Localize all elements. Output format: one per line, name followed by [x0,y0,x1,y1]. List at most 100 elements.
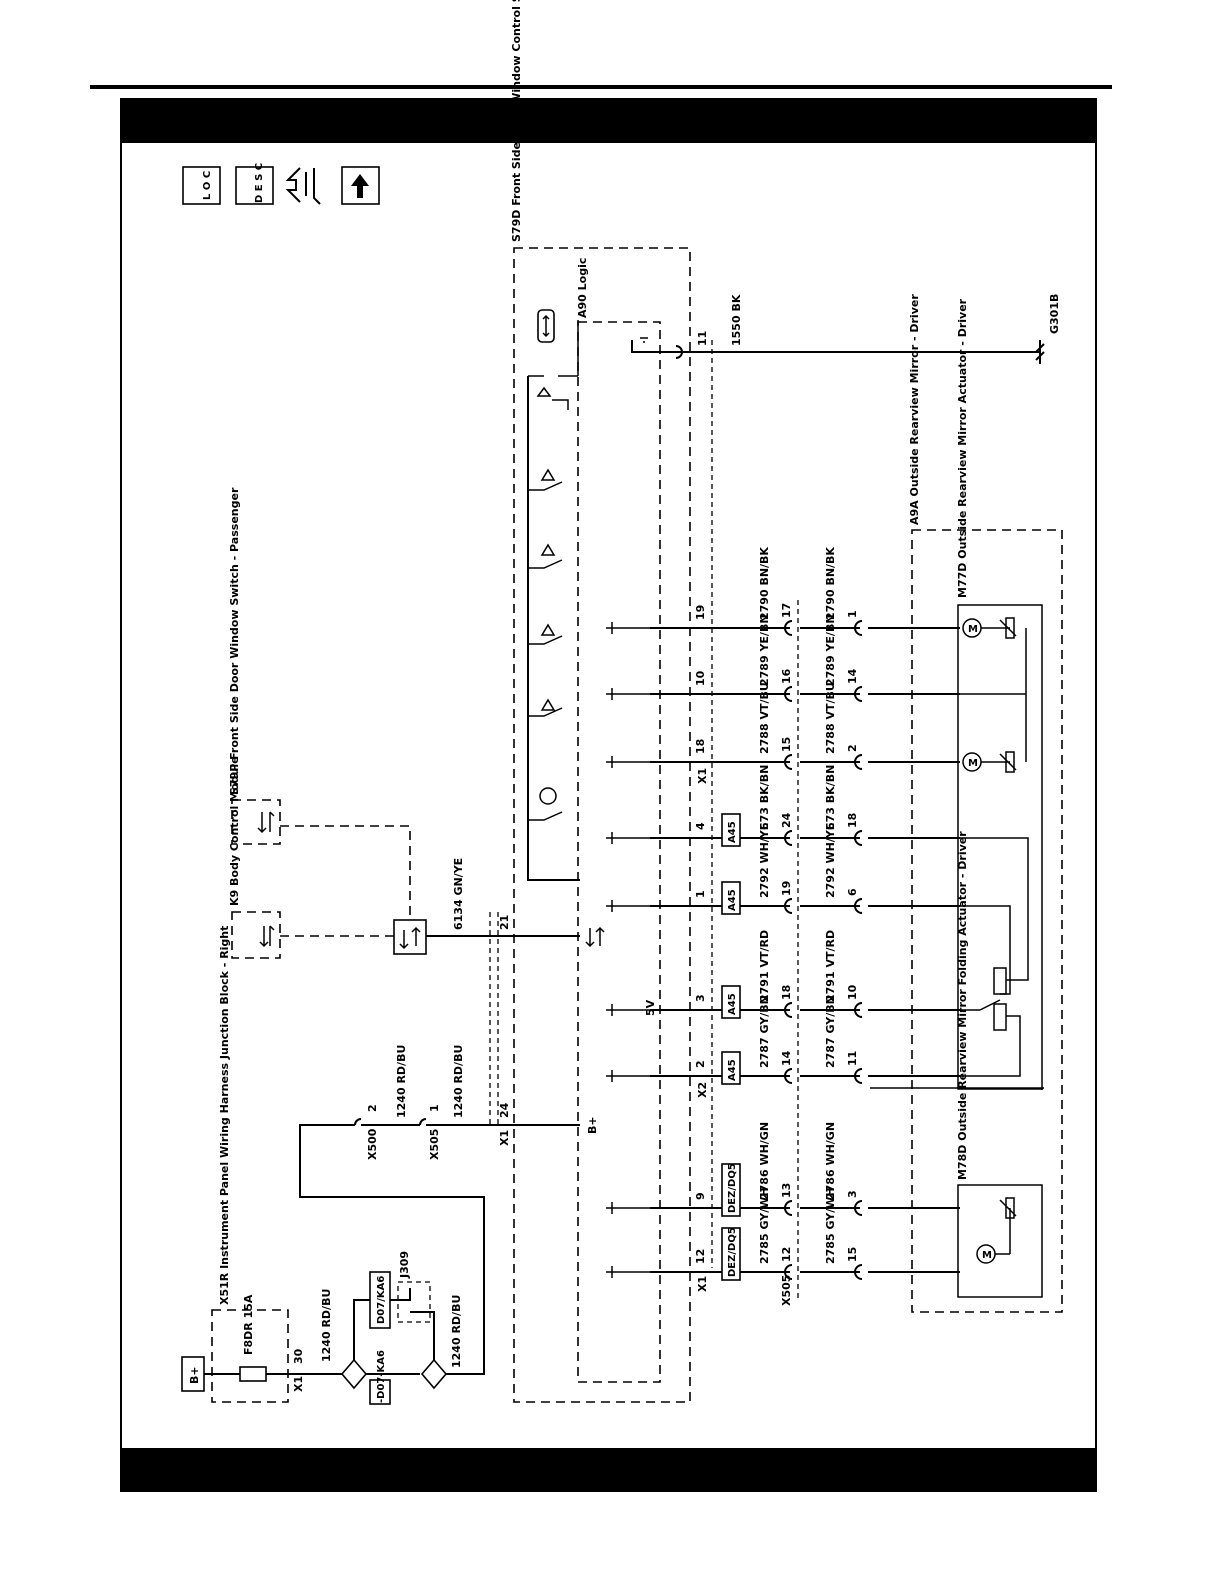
transistor-icon [536,386,569,410]
circuit-label-mirror: 2792 WH/YE [824,823,837,898]
x505-terminal [784,830,793,846]
x505-terminal [784,1068,793,1084]
a9a-box [911,529,1063,1313]
j309-box [397,1281,431,1323]
d07ka6-label-a: D07/KA6 [376,1276,387,1324]
option-badge-label: A45 [727,821,738,843]
x505-pin: 13 [780,1183,793,1198]
s79d-label: S79D Front Side Door Window Control Swit… [510,0,523,242]
circuit-label: 2786 WH/GN [758,1122,771,1200]
svg-text:L O C: L O C [202,171,213,200]
mirror-pin: 2 [846,744,859,752]
x505-terminal [784,898,793,914]
x1-pin: 2 [694,1060,707,1068]
connector-tool-icon[interactable] [285,167,321,205]
motor-icon-fold: M [976,1244,996,1264]
k9-label: K9 Body Control Module [228,756,241,906]
x1-pin: 12 [694,1249,707,1264]
f8dr-label: F8DR 15A [242,1294,255,1355]
x505-pin: 12 [780,1247,793,1262]
wire-1240-label-c: 1240 RD/BU [395,1045,408,1118]
wire-1550-label: 1550 BK [730,294,743,346]
mirror-pin: 1 [846,610,859,618]
svg-text:D E S C: D E S C [254,163,265,203]
switch-contact-icon [606,900,613,912]
a90-box [577,321,661,1383]
fold-icon-logic [539,787,557,805]
mirror-terminal [854,1068,863,1084]
option-badge [721,1051,741,1085]
m78d-label: M78D Outside Rearview Mirror Folding Act… [956,831,969,1180]
svg-text:M: M [982,1250,992,1261]
x505-pin: 15 [780,737,793,752]
s79d-box [513,247,691,1403]
x505-pin: 14 [780,1050,793,1066]
m77d-label: M77D Outside Rearview Mirror Actuator - … [956,298,969,598]
circuit-label-mirror: 2789 YE/BN [824,614,837,686]
pin-30: 30 [292,1348,305,1364]
sensor-icon-b [993,1003,1007,1031]
mirror-pin: 11 [846,1051,859,1066]
x1-label-d: X1 [696,768,709,784]
loc-icon[interactable]: L O C [182,166,221,205]
switch-contact-icon [606,832,613,844]
x1-label-c: X1 [696,1276,709,1292]
mirror-terminal [854,898,863,914]
x1-pin: 19 [694,605,707,620]
x500-label: X500 [366,1128,379,1160]
mirror-pin: 15 [846,1247,859,1262]
bplus-internal-label: B+ [586,1116,599,1134]
wire-6134-label: 6134 GN/YE [452,858,465,930]
circuit-label: 2790 BN/BK [758,547,771,620]
up-arrow-icon[interactable] [341,166,380,205]
sensor-icon-a [993,967,1007,995]
j309-label: J309 [398,1251,411,1279]
switch-contact-icon [606,1202,613,1214]
x1-pin: 1 [694,890,707,898]
circuit-label: 2791 VT/RD [758,930,771,1002]
x51r-label: X51R Instrument Panel Wiring Harness Jun… [218,926,231,1305]
wire-1240-label-a: 1240 RD/BU [320,1289,333,1362]
x500-pin: 2 [366,1104,379,1112]
mirror-terminal [854,754,863,770]
x505-pin: 18 [780,985,793,1000]
x505-pin: 24 [780,812,793,828]
mirror-terminal [854,1002,863,1018]
desc-icon[interactable]: D E S C [235,163,274,205]
serial-data-icon [585,926,605,948]
x1-pin: 9 [694,1192,707,1200]
circuit-label: 2785 GY/WH [758,1187,771,1264]
mirror-pin: 10 [846,984,859,1000]
title-bar [120,98,1097,143]
switch-contact-icon [606,1004,613,1016]
switch-contact-icon [606,688,613,700]
motor-icon-a: M [962,618,982,638]
ground-g301b-icon [1035,340,1045,364]
x505-terminal [784,1200,793,1216]
bplus-source-label: B+ [188,1366,201,1384]
switch-contact-icon [606,1070,613,1082]
circuit-label-mirror: 2790 BN/BK [824,547,837,620]
x1-pin-24: 24 [498,1102,511,1118]
logic-contacts [528,468,563,821]
f8dr-fuse[interactable] [239,1366,267,1382]
a9a-label: A9A Outside Rearview Mirror - Driver [908,294,921,525]
option-badge-label: A45 [727,889,738,911]
a90-label: A90 Logic [576,258,589,318]
x505-terminal [784,686,793,702]
d07ka6-label-b: -D07-KA6 [376,1350,387,1403]
mirror-terminal [854,686,863,702]
circuit-label-mirror: 2791 VT/RD [824,930,837,1002]
x505-terminal [784,1002,793,1018]
m78d-box [957,1184,1043,1298]
k9-box [231,911,281,959]
option-badge-label: A45 [727,993,738,1015]
switch-contact-icon [606,756,613,768]
